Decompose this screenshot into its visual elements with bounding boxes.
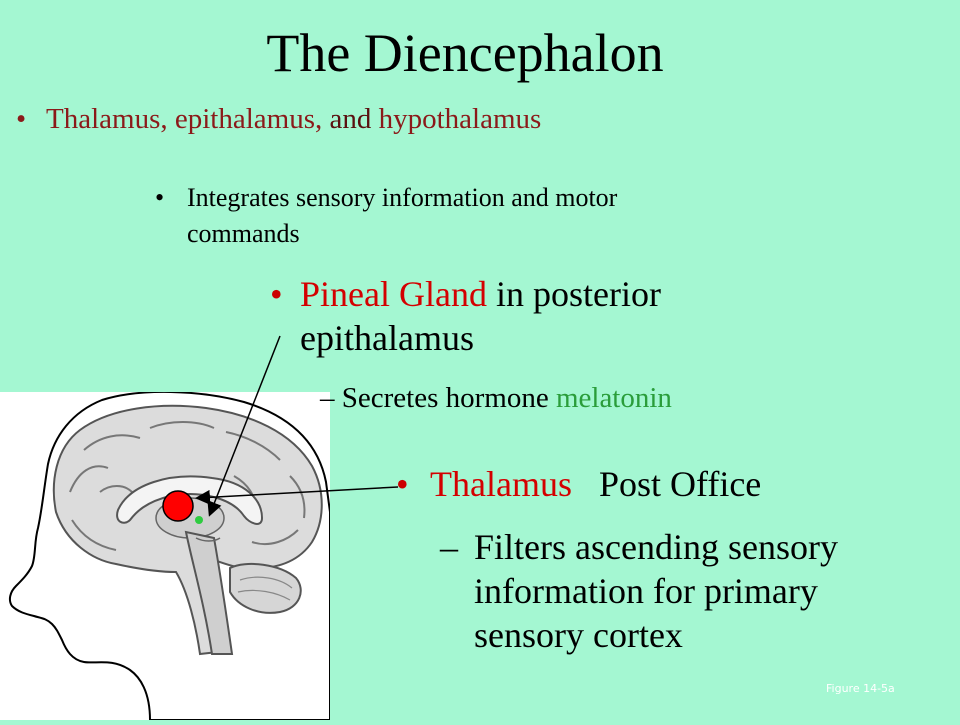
filters-line1: Filters ascending sensory bbox=[474, 527, 838, 567]
thalamus-marker bbox=[162, 490, 194, 522]
filters-line2: information for primary bbox=[474, 571, 818, 611]
brain-sagittal-illustration bbox=[8, 390, 331, 721]
bullet-marker: • bbox=[396, 464, 409, 504]
sub-bullet-dash: – bbox=[320, 382, 335, 414]
bullet-marker: • bbox=[270, 274, 283, 314]
sub-bullet-melatonin: – Secretes hormone melatonin bbox=[320, 380, 672, 416]
pineal-marker bbox=[195, 516, 203, 524]
bullet-marker: • bbox=[16, 103, 27, 135]
thalamus-pointer-line bbox=[195, 486, 399, 505]
melatonin-label: melatonin bbox=[555, 382, 672, 414]
pineal-gland-rest: in posterior bbox=[495, 274, 661, 314]
bullet-integrates: • Integrates sensory information and moto… bbox=[155, 180, 617, 252]
cerebellum bbox=[229, 562, 302, 614]
structures-text-part1: Thalamus, epithalamus, bbox=[46, 103, 323, 135]
sub-bullet-dash: – bbox=[440, 527, 458, 567]
integrates-line1: Integrates sensory information and motor bbox=[187, 183, 618, 212]
structures-text-part3: hypothalamus bbox=[378, 103, 542, 135]
corpus-callosum bbox=[116, 475, 264, 525]
filters-line3: sensory cortex bbox=[474, 615, 683, 655]
slide-title: The Diencephalon bbox=[266, 23, 664, 83]
pineal-gland-line2: epithalamus bbox=[300, 318, 474, 358]
bullet-structures: • Thalamus, epithalamus, and hypothalamus bbox=[16, 102, 541, 136]
brainstem bbox=[184, 530, 234, 655]
figure-label: Figure 14-5a bbox=[826, 682, 895, 695]
bullet-marker: • bbox=[155, 183, 165, 212]
thalamus-label: Thalamus bbox=[430, 464, 572, 504]
bullet-thalamus: • Thalamus Post Office bbox=[396, 462, 761, 506]
structures-text-and: and bbox=[329, 103, 372, 135]
bullet-pineal-gland: • Pineal Gland in posterior epithalamus bbox=[270, 272, 661, 360]
sub-bullet-filters: –Filters ascending sensory information f… bbox=[440, 525, 838, 657]
pineal-pointer-line bbox=[207, 335, 281, 517]
pineal-gland-label: Pineal Gland bbox=[300, 274, 487, 314]
melatonin-text: Secretes hormone bbox=[341, 382, 549, 414]
integrates-line2: commands bbox=[187, 219, 300, 248]
post-office-text: Post Office bbox=[598, 464, 762, 504]
brain-illustration-panel bbox=[0, 390, 331, 721]
